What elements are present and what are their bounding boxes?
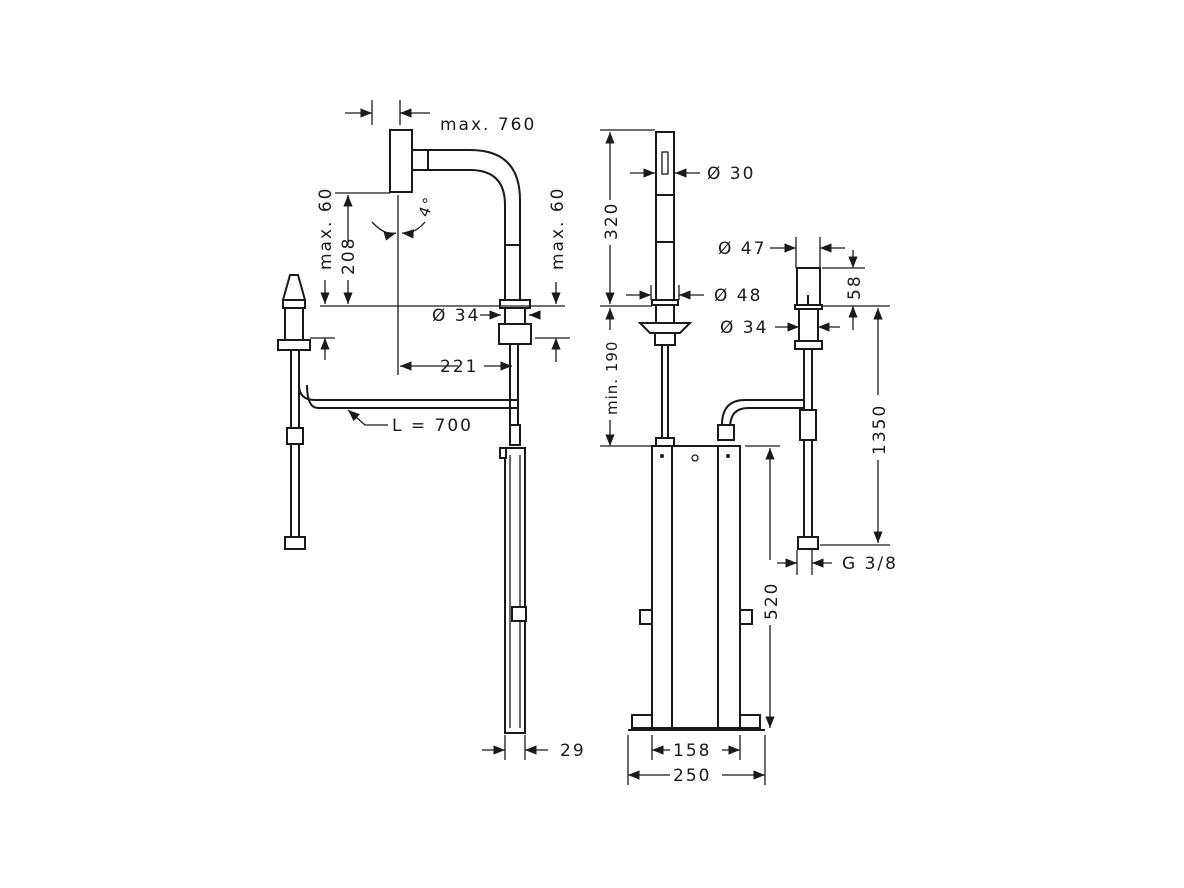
mounting-box xyxy=(651,445,741,729)
max-height-right-label: max. 60 xyxy=(548,187,568,270)
side-view-dimensions: max. 760 208 max. 60 4° Ø 34 221 L = 700… xyxy=(310,100,586,761)
offset-221-label: 221 xyxy=(440,357,478,377)
spout-arc xyxy=(412,149,521,300)
rail-body xyxy=(504,447,526,734)
total-length-label: 1350 xyxy=(870,404,890,455)
faucet-side-view xyxy=(277,129,532,734)
spout-height-label: 320 xyxy=(602,202,622,240)
dispenser-dimensions: Ø 47 58 Ø 34 1350 G 3/8 xyxy=(718,237,898,575)
max-height-left-label: max. 60 xyxy=(316,187,336,270)
base-diameter-front-label: Ø 48 xyxy=(714,286,762,306)
rail-width-label: 29 xyxy=(560,741,586,761)
box-outer-width-label: 250 xyxy=(673,766,711,786)
hose xyxy=(298,384,518,409)
connection-label: G 3/8 xyxy=(842,554,898,574)
max-reach-label: max. 760 xyxy=(440,115,536,135)
spray-head xyxy=(389,129,413,193)
min-depth-label: min. 190 xyxy=(603,341,621,415)
spout-base xyxy=(499,299,531,309)
body-diameter-label: Ø 34 xyxy=(720,318,768,338)
box-inner-width-label: 158 xyxy=(673,741,711,761)
front-view-dimensions: 320 min. 190 Ø 30 Ø 48 520 158 250 xyxy=(600,129,782,786)
soap-dispenser-head xyxy=(281,274,307,301)
hose-length-label: L = 700 xyxy=(392,416,473,436)
height-208-label: 208 xyxy=(339,237,359,275)
faucet-front-view xyxy=(628,131,823,731)
base-diameter-label: Ø 34 xyxy=(432,306,480,326)
head-height-label: 58 xyxy=(845,274,865,300)
angle-label: 4° xyxy=(415,193,439,219)
box-height-label: 520 xyxy=(762,582,782,620)
head-diameter-label: Ø 47 xyxy=(718,239,766,259)
spout-front xyxy=(655,131,675,301)
spout-diameter-label: Ø 30 xyxy=(707,164,755,184)
